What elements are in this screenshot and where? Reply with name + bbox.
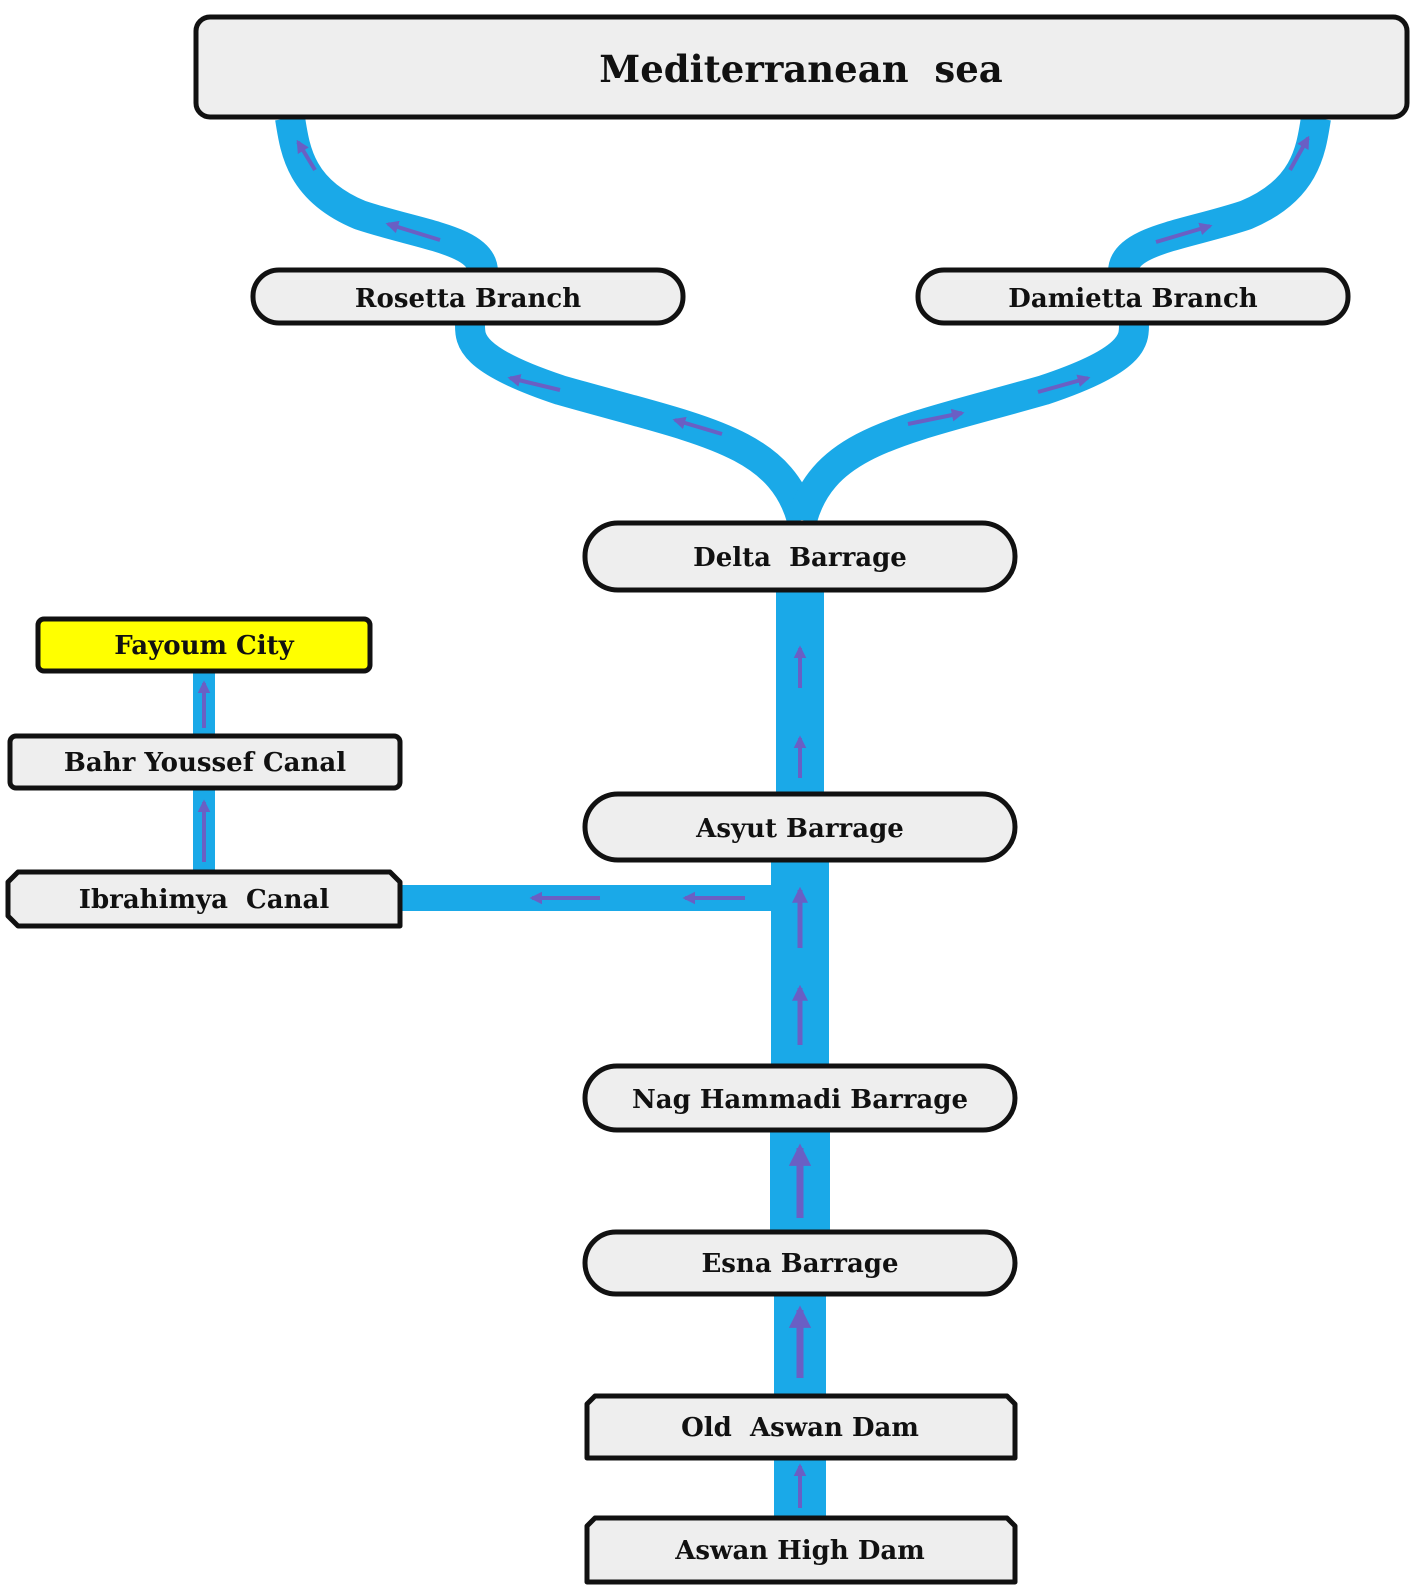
asyut-barrage-label: Asyut Barrage (695, 814, 904, 844)
flow-arrows (197, 135, 1310, 1508)
diagram-nodes: Mediterranean sea Rosetta Branch Damiett… (5, 14, 1410, 1585)
damietta-branch-label: Damietta Branch (1008, 284, 1257, 314)
damietta-to-sea-channel (1108, 115, 1331, 275)
ibrahimya-canal-label: Ibrahimya Canal (79, 885, 330, 915)
flow-arrow-damietta-sea-1 (1155, 222, 1213, 244)
flow-arrow-rosetta-sea-2 (296, 139, 317, 172)
asyut-barrage-node: Asyut Barrage (582, 791, 1018, 863)
esna-barrage-node: Esna Barrage (582, 1229, 1018, 1297)
flow-arrow-rosetta-1 (672, 416, 723, 436)
old-aswan-dam-node: Old Aswan Dam (584, 1393, 1018, 1461)
delta-barrage-node: Delta Barrage (582, 520, 1018, 593)
damietta-branch-channel (787, 324, 1149, 525)
flow-arrow-damietta-sea-2 (1288, 135, 1310, 171)
nag-hammadi-barrage-node: Nag Hammadi Barrage (582, 1063, 1018, 1133)
aswan-high-dam-node: Aswan High Dam (584, 1515, 1018, 1585)
rosetta-to-sea-channel (275, 115, 498, 275)
bahr-youssef-canal-label: Bahr Youssef Canal (64, 748, 346, 778)
damietta-branch-node: Damietta Branch (915, 267, 1351, 326)
ibrahimya-canal-node: Ibrahimya Canal (5, 869, 403, 929)
flow-arrow-rosetta-sea-1 (385, 220, 441, 242)
esna-barrage-label: Esna Barrage (701, 1249, 898, 1279)
mediterranean-sea-node: Mediterranean sea (193, 14, 1410, 120)
aswan-high-dam-label: Aswan High Dam (674, 1536, 924, 1566)
bahr-youssef-canal-node: Bahr Youssef Canal (7, 733, 403, 791)
flow-arrow-damietta-2 (1037, 374, 1091, 394)
nag-hammadi-barrage-label: Nag Hammadi Barrage (632, 1085, 968, 1115)
flow-arrow-damietta-1 (907, 408, 965, 426)
mediterranean-sea-label: Mediterranean sea (599, 47, 1002, 91)
old-aswan-dam-label: Old Aswan Dam (681, 1413, 919, 1443)
delta-barrage-label: Delta Barrage (693, 543, 907, 573)
rosetta-branch-label: Rosetta Branch (355, 284, 581, 314)
rosetta-branch-node: Rosetta Branch (250, 267, 686, 326)
rosetta-branch-channel (455, 324, 817, 525)
flow-arrow-rosetta-2 (507, 374, 561, 392)
fayoum-city-node: Fayoum City (35, 616, 373, 674)
fayoum-city-label: Fayoum City (114, 631, 294, 661)
